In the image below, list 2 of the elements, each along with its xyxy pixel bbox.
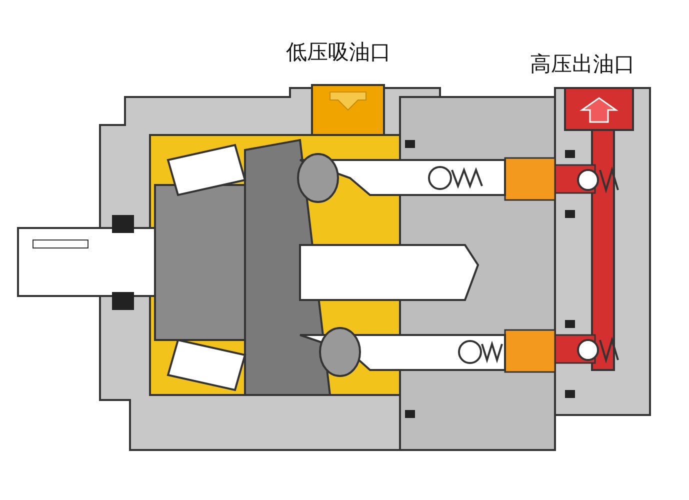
port-label: 高压出油口 <box>530 51 635 78</box>
port-label: 低压吸油口 <box>286 39 391 66</box>
